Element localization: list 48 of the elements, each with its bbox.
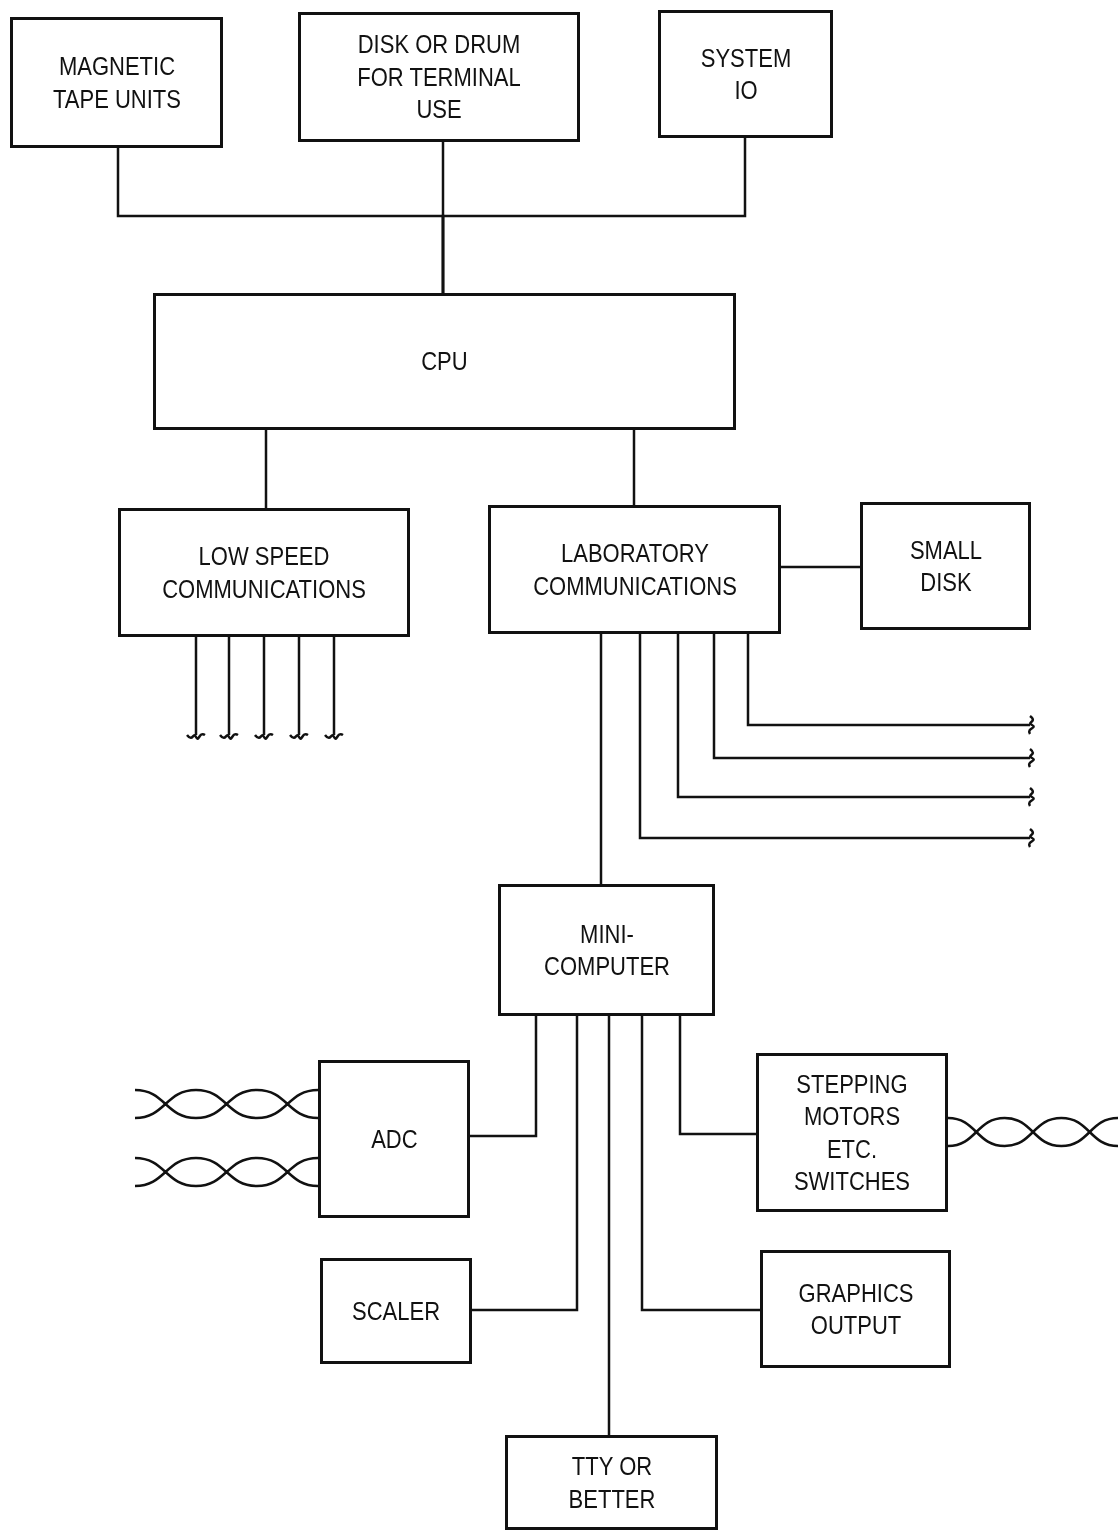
block-box [498, 884, 715, 1016]
connector-line [262, 637, 266, 735]
connector-line [264, 430, 268, 508]
block-label: SMALL DISK [908, 534, 983, 598]
block-label: MAGNETIC TAPE UNITS [51, 51, 182, 115]
block-box [505, 1435, 718, 1530]
block-label: MINI- COMPUTER [542, 918, 671, 982]
block-box [860, 502, 1031, 630]
block-box [10, 17, 223, 148]
connector-line [632, 430, 636, 505]
connector-line [678, 1016, 756, 1136]
block-label: STEPPING MOTORS ETC. SWITCHES [792, 1068, 912, 1197]
connector-line [194, 637, 198, 735]
connector-line [712, 634, 1030, 760]
connector-line [472, 1016, 579, 1312]
block-label: ADC [369, 1123, 419, 1155]
block-box [320, 1258, 472, 1364]
block-label: TTY OR BETTER [567, 1451, 656, 1515]
block-box [153, 293, 736, 430]
connector-line [297, 637, 301, 735]
twisted-pair-cable [133, 1156, 320, 1188]
connector-line [640, 1016, 760, 1312]
block-label: DISK OR DRUM FOR TERMINAL USE [356, 29, 522, 126]
block-box [756, 1053, 948, 1212]
connector-line [227, 637, 231, 735]
connector-line [638, 634, 1030, 840]
block-box [488, 505, 781, 634]
connector-line [332, 637, 336, 735]
connector-line [607, 1016, 611, 1435]
connector-line [599, 634, 603, 884]
connector-line [470, 1016, 538, 1138]
block-label: CPU [420, 346, 469, 378]
connector-line [746, 634, 1030, 727]
block-box [658, 10, 833, 138]
block-box [760, 1250, 951, 1368]
block-box [318, 1060, 470, 1218]
twisted-pair-cable [133, 1088, 320, 1120]
twisted-pair-cable [946, 1116, 1118, 1148]
connector-line [781, 565, 860, 569]
connector-line [441, 138, 747, 293]
block-label: SYSTEM IO [699, 42, 792, 106]
block-box [298, 12, 580, 142]
block-label: LABORATORY COMMUNICATIONS [531, 538, 738, 602]
connector-line [676, 634, 1030, 799]
block-box [118, 508, 410, 637]
block-label: LOW SPEED COMMUNICATIONS [161, 541, 367, 605]
block-label: GRAPHICS OUTPUT [797, 1277, 914, 1341]
block-label: SCALER [350, 1295, 441, 1327]
